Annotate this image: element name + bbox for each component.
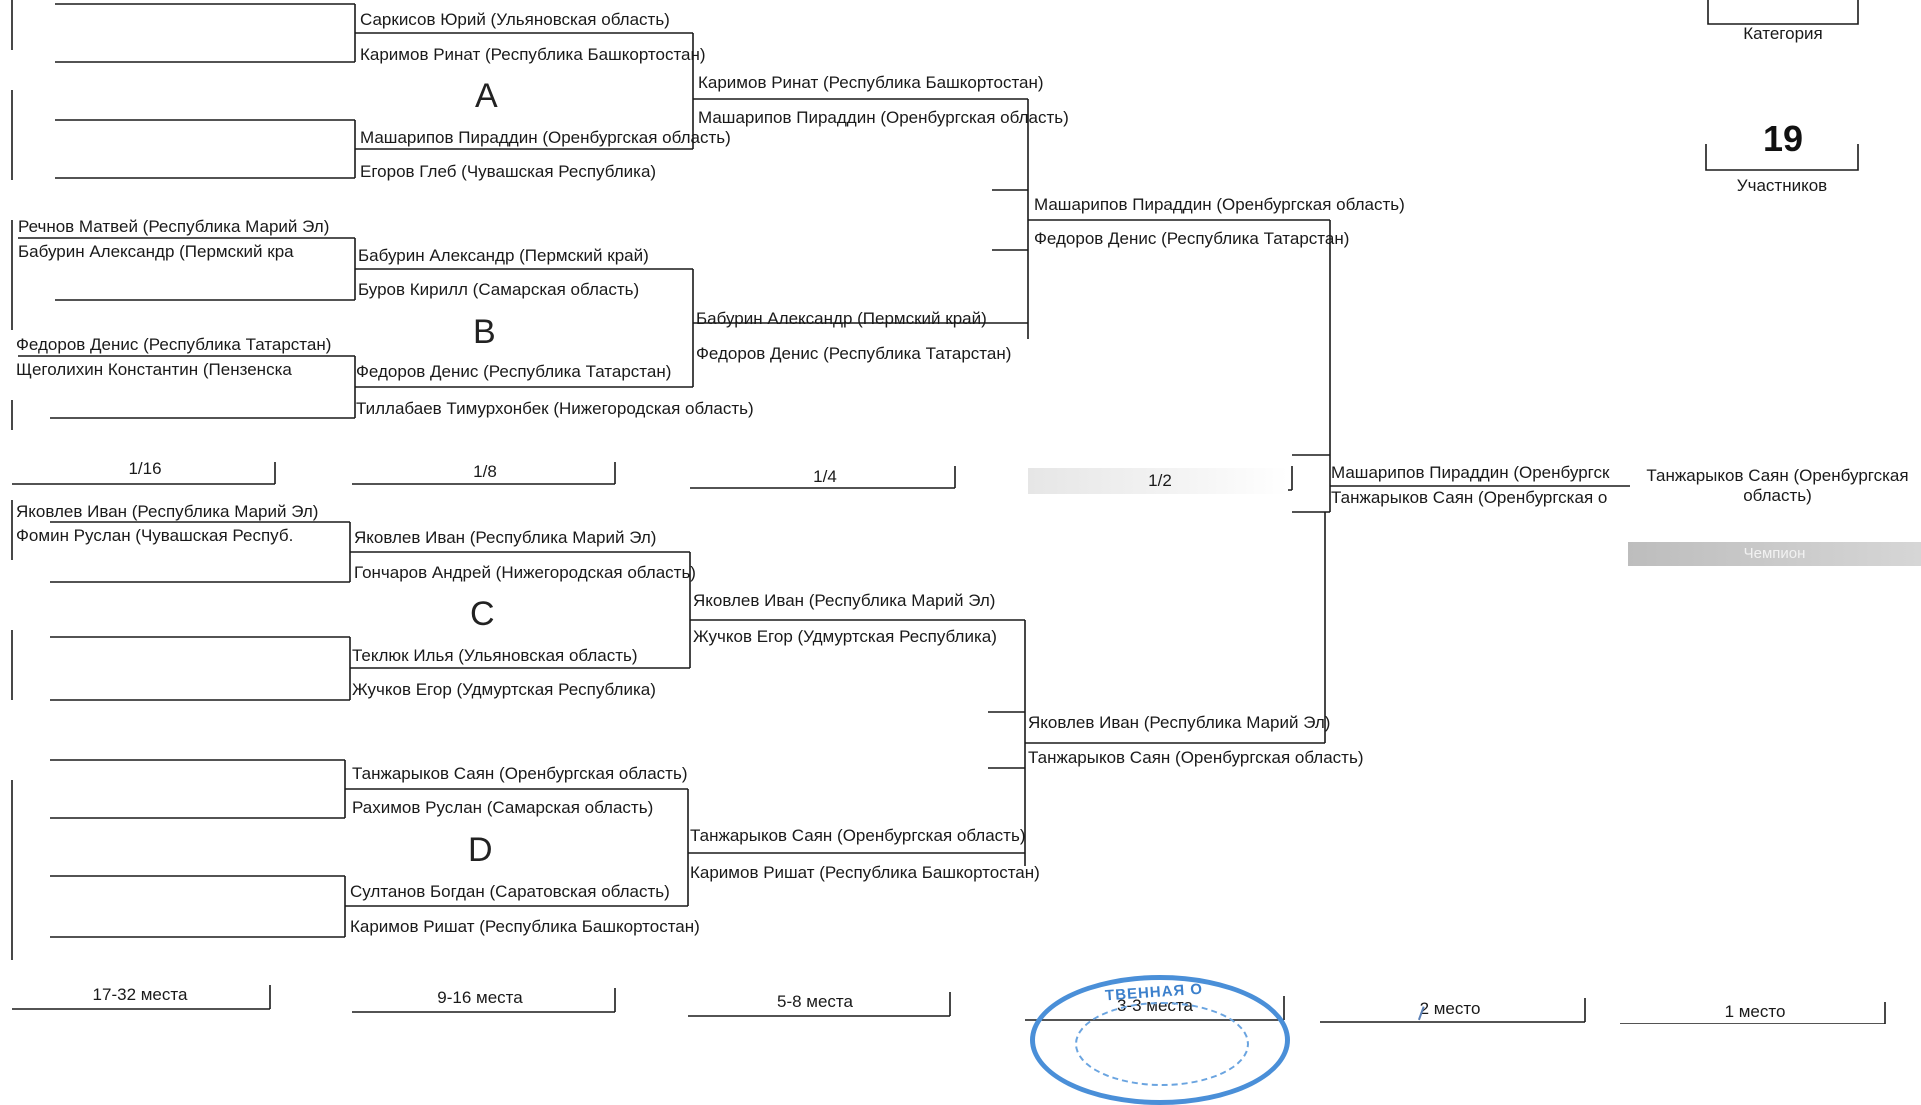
r8-name: Жучков Егор (Удмуртская Республика) bbox=[352, 680, 656, 699]
r8-name: Тиллабаев Тимурхонбек (Нижегородская обл… bbox=[356, 399, 754, 418]
r16-name: Фомин Руслан (Чувашская Респуб. bbox=[16, 526, 294, 545]
bracket-lines bbox=[11, 0, 1886, 1024]
r4-name: Каримов Ринат (Республика Башкортостан) bbox=[698, 73, 1044, 92]
r4-name: Каримов Ришат (Республика Башкортостан) bbox=[690, 863, 1040, 882]
stamp-text: ТВЕННАЯ О bbox=[1104, 980, 1204, 1005]
r8-name: Саркисов Юрий (Ульяновская область) bbox=[360, 10, 670, 29]
r4-name: Машарипов Пираддин (Оренбургская область… bbox=[698, 108, 1069, 127]
final-name: Танжарыков Саян (Оренбургская о bbox=[1331, 488, 1608, 507]
r4-name: Жучков Егор (Удмуртская Республика) bbox=[693, 627, 997, 646]
place-label-2: 2 место bbox=[1419, 999, 1481, 1018]
place-label-1: 1 место bbox=[1724, 1002, 1786, 1021]
organization-stamp: ТВЕННАЯ О bbox=[1030, 975, 1290, 1105]
r8-name: Машарипов Пираддин (Оренбургская область… bbox=[360, 128, 731, 147]
pool-letter-a: A bbox=[475, 77, 498, 115]
place-label-5-8: 5-8 места bbox=[777, 992, 853, 1011]
participants-label: Участников bbox=[1736, 176, 1828, 195]
r8-name: Егоров Глеб (Чувашская Республика) bbox=[360, 162, 657, 181]
r8-name: Буров Кирилл (Самарская область) bbox=[358, 280, 640, 299]
champion-name: Танжарыков Саян (Оренбургская область) bbox=[1646, 466, 1909, 505]
pool-letter-c: C bbox=[470, 595, 495, 633]
place-label-9-16: 9-16 места bbox=[437, 988, 523, 1007]
r8-name: Федоров Денис (Республика Татарстан) bbox=[356, 362, 672, 381]
r8-name: Гончаров Андрей (Нижегородская область) bbox=[354, 563, 696, 582]
category-label: Категория bbox=[1743, 24, 1823, 43]
round-label-1-4: 1/4 bbox=[813, 467, 837, 486]
r8-name: Рахимов Руслан (Самарская область) bbox=[352, 798, 654, 817]
place-label-17-32: 17-32 места bbox=[92, 985, 188, 1004]
r2-name: Машарипов Пираддин (Оренбургская область… bbox=[1034, 195, 1405, 214]
pool-letter-b: B bbox=[473, 313, 496, 351]
r16-name: Бабурин Александр (Пермский кра bbox=[18, 242, 294, 261]
participants-count: 19 bbox=[1762, 118, 1804, 159]
final-name: Машарипов Пираддин (Оренбургск bbox=[1331, 463, 1610, 482]
r4-name: Яковлев Иван (Республика Марий Эл) bbox=[693, 591, 996, 610]
r8-name: Яковлев Иван (Республика Марий Эл) bbox=[354, 528, 657, 547]
round-label-1-2: 1/2 bbox=[1148, 471, 1172, 490]
champion-label: Чемпион bbox=[1628, 542, 1921, 566]
round-label-1-8: 1/8 bbox=[473, 462, 497, 481]
stamp-inner-ring bbox=[1075, 1002, 1249, 1086]
r16-name: Яковлев Иван (Республика Марий Эл) bbox=[16, 502, 319, 521]
r8-name: Теклюк Илья (Ульяновская область) bbox=[352, 646, 638, 665]
round-label-1-16: 1/16 bbox=[128, 459, 162, 478]
r16-name: Речнов Матвей (Республика Марий Эл) bbox=[18, 217, 330, 236]
r2-name: Федоров Денис (Республика Татарстан) bbox=[1034, 229, 1350, 248]
pool-letter-d: D bbox=[468, 831, 493, 869]
r4-name: Федоров Денис (Республика Татарстан) bbox=[696, 344, 1012, 363]
r8-name: Каримов Ринат (Республика Башкортостан) bbox=[360, 45, 706, 64]
r8-name: Танжарыков Саян (Оренбургская область) bbox=[352, 764, 688, 783]
semifinal-label-background bbox=[1028, 468, 1288, 494]
r8-name: Султанов Богдан (Саратовская область) bbox=[350, 882, 670, 901]
r2-name: Танжарыков Саян (Оренбургская область) bbox=[1028, 748, 1364, 767]
r2-name: Яковлев Иван (Республика Марий Эл) bbox=[1028, 713, 1331, 732]
r16-name: Федоров Денис (Республика Татарстан) bbox=[16, 335, 332, 354]
r4-name: Бабурин Александр (Пермский край) bbox=[696, 309, 987, 328]
r16-name: Щеголихин Константин (Пензенска bbox=[16, 360, 292, 379]
r8-name: Бабурин Александр (Пермский край) bbox=[358, 246, 649, 265]
r4-name: Танжарыков Саян (Оренбургская область) bbox=[690, 826, 1026, 845]
r8-name: Каримов Ришат (Республика Башкортостан) bbox=[350, 917, 700, 936]
